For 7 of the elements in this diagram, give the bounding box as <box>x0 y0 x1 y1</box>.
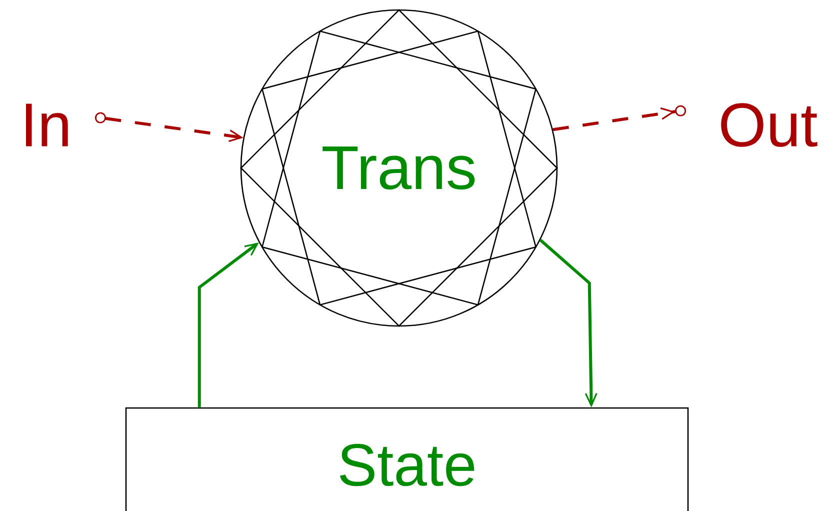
state-box: State <box>125 407 689 511</box>
terminal-label: Out <box>721 103 818 147</box>
arrow <box>539 238 598 408</box>
terminal-label: In <box>26 104 68 146</box>
arrow <box>198 242 259 408</box>
arrow <box>552 105 686 132</box>
arrow <box>94 112 244 142</box>
